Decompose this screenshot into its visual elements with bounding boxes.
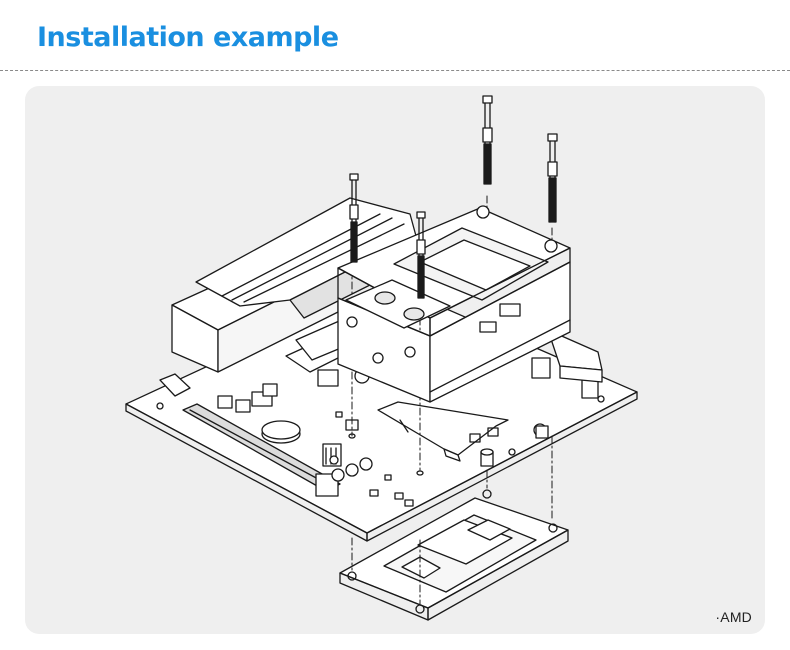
m2-module (377, 401, 509, 462)
standoffs (348, 425, 549, 476)
cpu-water-block (295, 205, 603, 403)
page-title: Installation example (37, 22, 339, 53)
header-divider (0, 70, 790, 71)
screw (547, 133, 558, 223)
screw (349, 173, 359, 263)
cmos-battery (261, 420, 301, 444)
screw (416, 211, 426, 299)
pcie-slot (182, 403, 341, 497)
screw (482, 95, 493, 185)
illustration-panel: ·AMD (25, 86, 765, 634)
screws (349, 95, 558, 299)
backplate (339, 489, 569, 621)
amd-caption: ·AMD (715, 609, 752, 625)
cpu-waterblock-installation-drawing (125, 95, 638, 621)
